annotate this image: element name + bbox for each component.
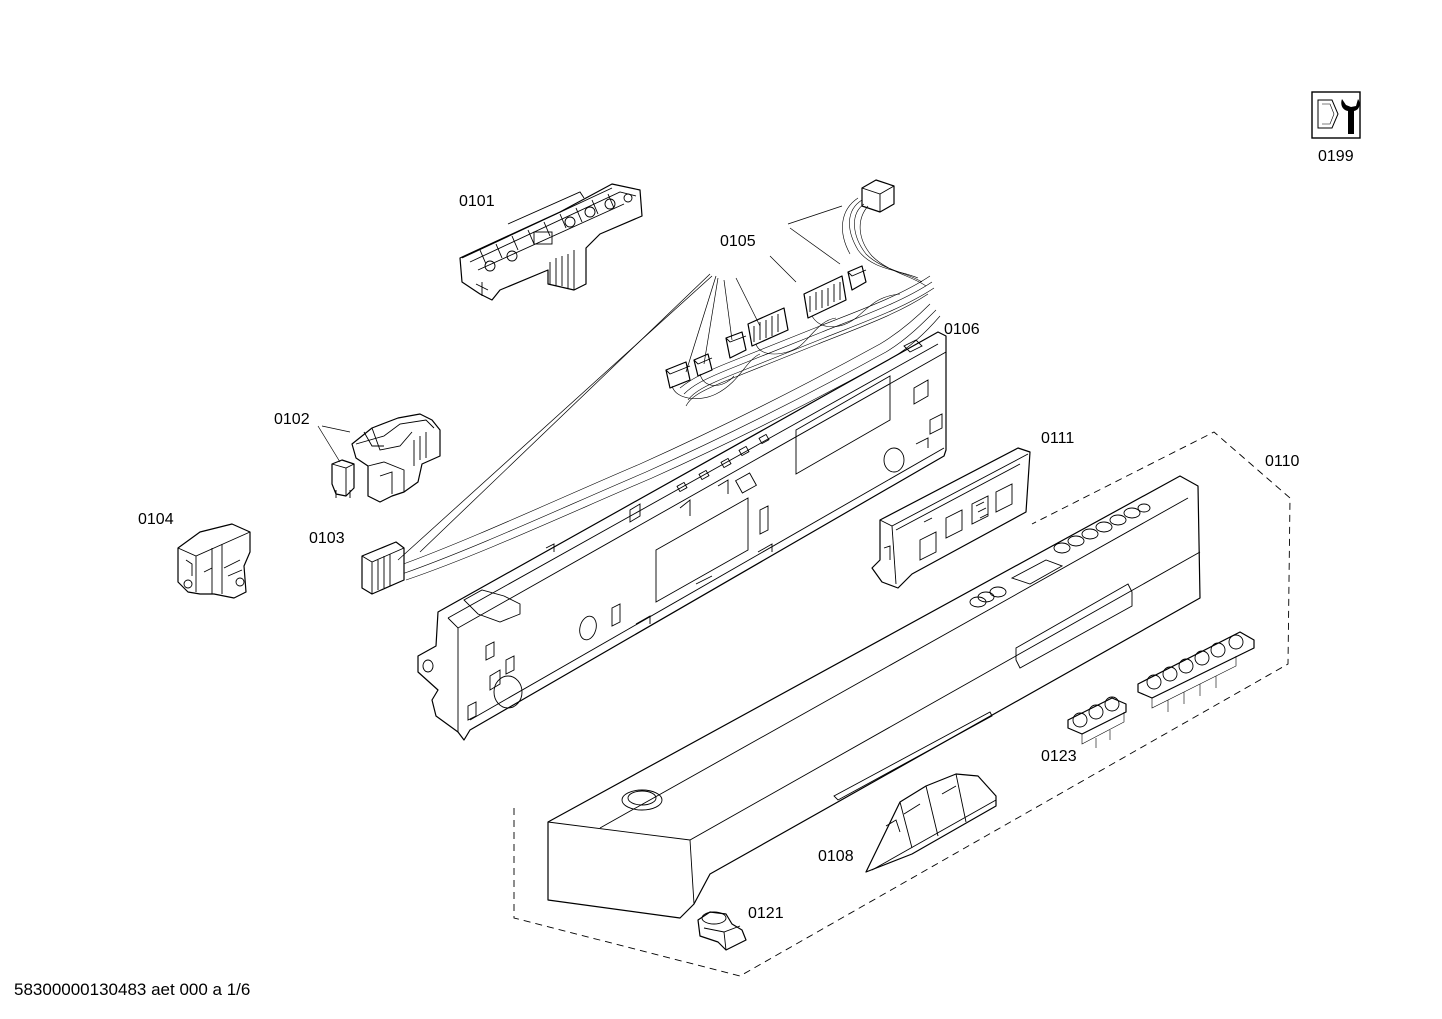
part-0110-fascia-panel[interactable]	[513, 431, 1291, 977]
label-0110: 0110	[1265, 453, 1300, 470]
leader-lines	[317, 205, 843, 561]
label-0102: 0102	[274, 411, 310, 428]
label-0123: 0123	[1041, 748, 1077, 765]
wrench-icon	[1311, 91, 1361, 139]
label-0111: 0111	[1041, 430, 1074, 447]
label-0101: 0101	[459, 193, 495, 210]
label-0121: 0121	[748, 905, 784, 922]
part-0104-power-module[interactable]	[177, 523, 251, 599]
label-0199: 0199	[1318, 148, 1354, 165]
label-0103: 0103	[309, 530, 345, 547]
part-0121-foot-button[interactable]	[697, 911, 747, 951]
label-0108: 0108	[818, 848, 854, 865]
label-0105: 0105	[720, 233, 756, 250]
part-0106-control-panel-frame[interactable]	[417, 331, 947, 741]
part-0111-display-module[interactable]	[871, 447, 1031, 589]
part-0101-control-module[interactable]	[459, 183, 643, 301]
part-0102-door-switch[interactable]	[351, 413, 441, 503]
document-footer: 58300000130483 aet 000 a 1/6	[14, 980, 251, 999]
part-labels: 0101 0105 0106 0102 0111 0110 0104 0103 …	[138, 148, 1354, 922]
part-0103-switch-clip[interactable]	[331, 459, 355, 498]
part-0108-door-handle[interactable]	[865, 773, 997, 873]
label-0106: 0106	[944, 321, 980, 338]
part-0105-wiring-harness[interactable]	[361, 179, 941, 595]
part-0123-push-button-set[interactable]	[1067, 631, 1255, 748]
label-0104: 0104	[138, 511, 174, 528]
